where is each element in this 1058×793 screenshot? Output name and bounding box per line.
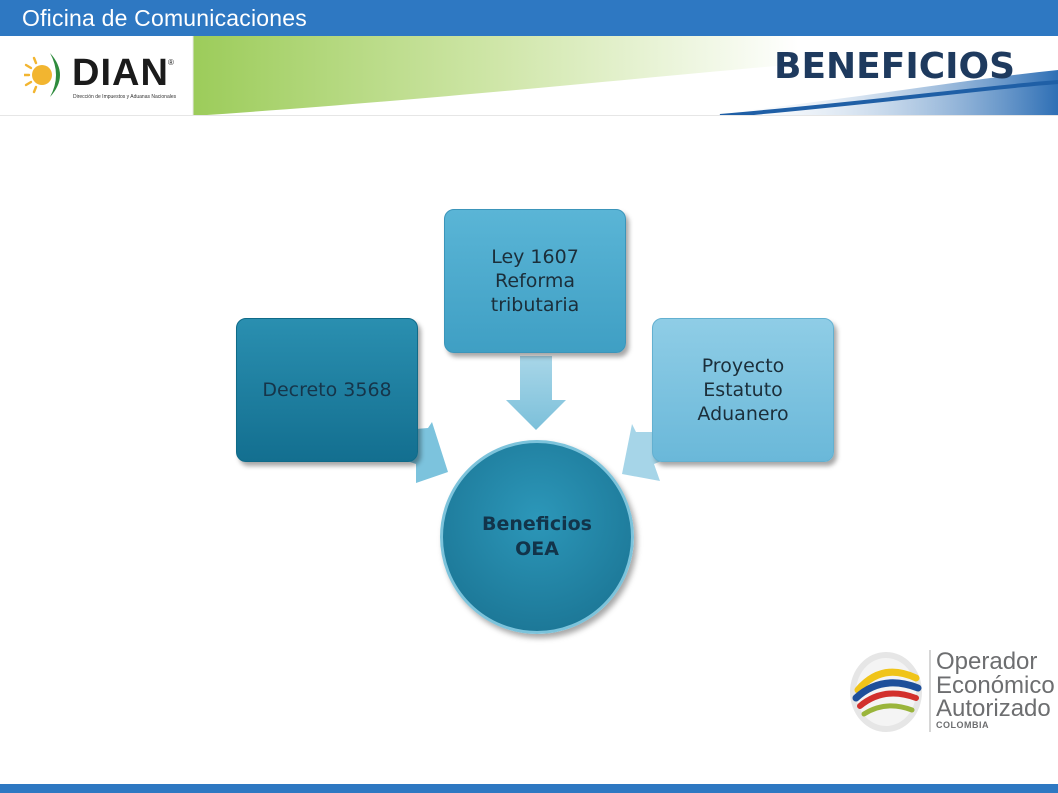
arrow-ley-to-center [506,356,566,430]
node-ley-label: Ley 1607 Reforma tributaria [490,245,580,317]
oea-logo-icon [850,650,931,732]
bottom-bar [0,784,1058,793]
page-title: BENEFICIOS [774,46,1016,87]
header-wave-graphic [0,36,1058,116]
node-decreto: Decreto 3568 [236,318,418,462]
node-proyecto: Proyecto Estatuto Aduanero [652,318,834,462]
office-title: Oficina de Comunicaciones [22,5,307,31]
node-ley: Ley 1607 Reforma tributaria [444,209,626,353]
center-node: Beneficios OEA [440,440,634,634]
oea-country: COLOMBIA [936,720,989,730]
registered-mark: ® [168,58,174,67]
oea-line-1: Operador [936,648,1038,675]
node-proyecto-label: Proyecto Estatuto Aduanero [697,354,789,426]
node-decreto-label: Decreto 3568 [262,378,392,401]
dian-sun-logo-icon [24,53,60,97]
top-bar: Oficina de Comunicaciones [0,0,1058,36]
center-node-label: Beneficios OEA [481,513,592,560]
dian-logo-subtitle: Dirección de Impuestos y Aduanas Naciona… [73,94,177,100]
oea-line-3: Autorizado [936,695,1051,722]
header-banner [0,36,1058,116]
dian-logo-text: DIAN [72,52,169,94]
oea-line-2: Económico [936,672,1055,699]
